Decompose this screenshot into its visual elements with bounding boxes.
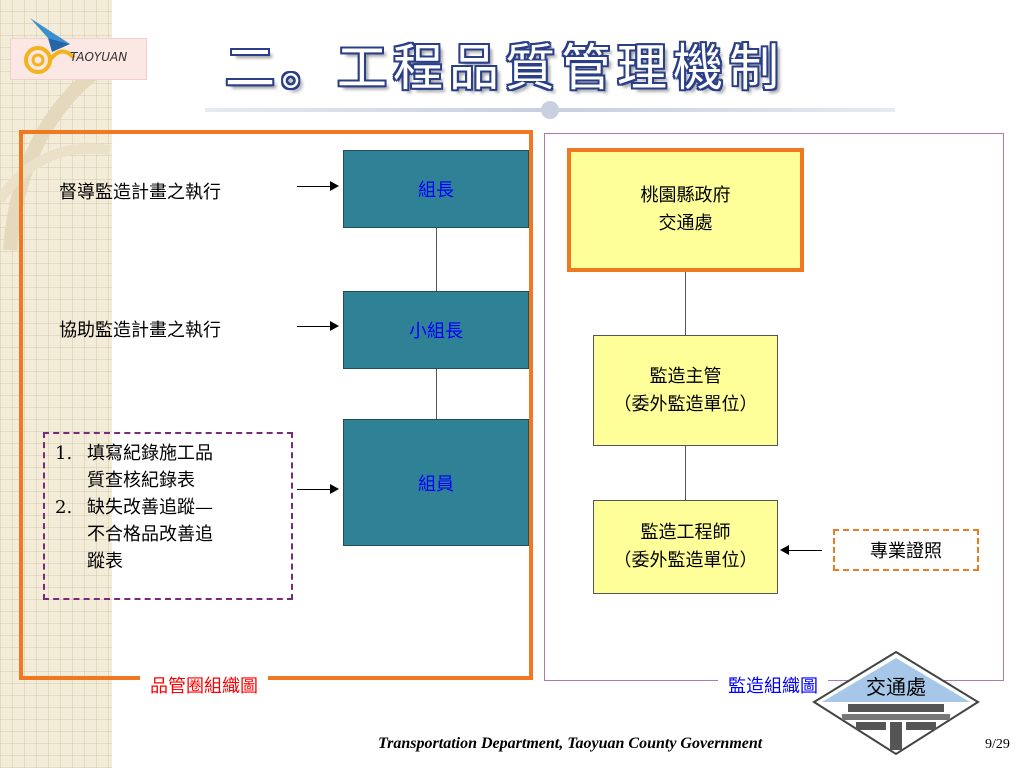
task-2-line-2: 不合格品改善追	[87, 524, 213, 545]
logo-text: TAOYUAN	[70, 50, 128, 64]
task-number-2: 2.	[55, 497, 73, 518]
quality-circle-panel	[19, 130, 533, 680]
org-box-government: 桃園縣政府 交通處	[567, 148, 804, 272]
sidebar-pattern	[0, 0, 112, 768]
org-box-subleader: 小組長	[343, 291, 529, 369]
org-box-supervisor: 監造主管 （委外監造單位）	[593, 335, 778, 446]
task-number-1: 1.	[55, 443, 73, 464]
transport-department-emblem-icon: 交通處	[812, 650, 980, 756]
connector-line	[685, 446, 686, 500]
footer-text: Transportation Department, Taoyuan Count…	[378, 735, 763, 752]
emblem-text: 交通處	[866, 675, 926, 699]
arrow-right-icon	[297, 181, 339, 191]
government-line-1: 桃園縣政府	[640, 185, 731, 207]
supervisor-line-2: （委外監造單位）	[613, 393, 758, 415]
engineer-line-1: 監造工程師	[640, 522, 731, 544]
org-box-leader-label: 組長	[418, 180, 454, 201]
supervision-caption: 監造組織圖	[718, 672, 828, 698]
certification-box: 專業證照	[833, 529, 979, 571]
org-box-member-label: 組員	[418, 473, 454, 495]
supervisor-line-1: 監造主管	[649, 365, 722, 387]
task-2-line-3: 蹤表	[87, 551, 123, 572]
arrow-right-icon	[297, 484, 339, 494]
connector-line	[436, 228, 437, 291]
quality-circle-caption: 品管圈組織圖	[140, 672, 268, 698]
org-box-member: 組員	[343, 419, 529, 546]
connector-line	[436, 369, 437, 419]
org-box-leader: 組長	[343, 150, 529, 228]
certification-label: 專業證照	[870, 541, 942, 562]
arrow-left-icon	[780, 545, 822, 555]
duty-label-leader: 督導監造計畫之執行	[59, 182, 221, 203]
task-1-line-1: 填寫紀錄施工品	[87, 443, 213, 464]
page-title: 二。工程品質管理機制	[225, 39, 785, 97]
engineer-line-2: （委外監造單位）	[613, 550, 758, 571]
org-box-engineer: 監造工程師 （委外監造單位）	[593, 500, 778, 594]
page-number: 9/29	[985, 737, 1010, 752]
title-underline-dot	[541, 101, 559, 119]
connector-line	[685, 272, 686, 335]
government-line-2: 交通處	[658, 213, 713, 234]
org-box-subleader-label: 小組長	[409, 321, 463, 342]
duty-label-subleader: 協助監造計畫之執行	[59, 320, 221, 341]
task-1-line-2: 質查核紀錄表	[87, 470, 195, 491]
arrow-right-icon	[297, 321, 339, 331]
member-task-box	[43, 432, 293, 600]
task-2-line-1: 缺失改善追蹤—	[87, 497, 213, 518]
taoyuan-logo-icon	[24, 18, 76, 74]
